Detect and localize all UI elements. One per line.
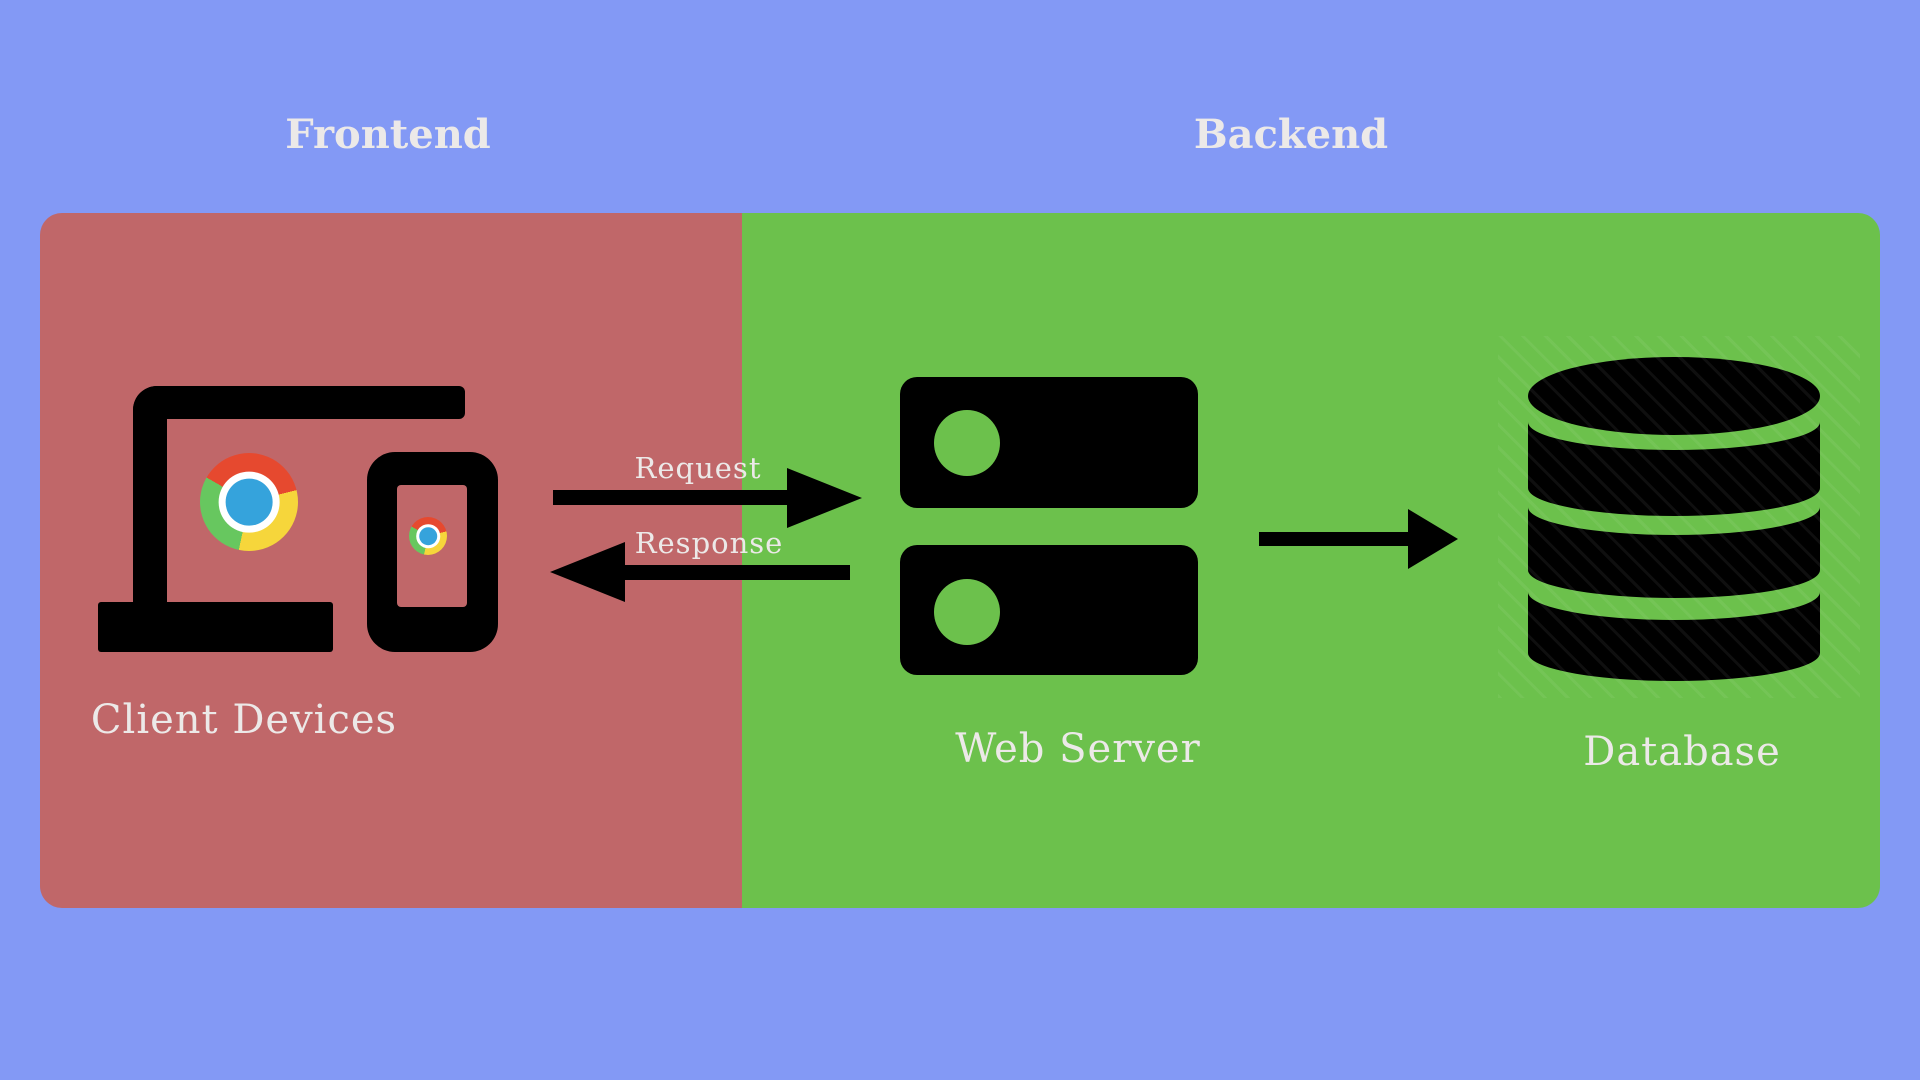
database-band-2 [1528,507,1820,598]
laptop-screen-left-bar [133,386,167,603]
server-led-top [934,410,1000,476]
database-band-1 [1528,422,1820,516]
database-icon [1528,357,1820,681]
server-led-bottom [934,579,1000,645]
client-devices-label: Client Devices [90,697,398,743]
request-label: Request [634,451,762,485]
web-server-label: Web Server [955,726,1201,772]
database-band-3 [1528,592,1820,681]
chrome-center-dot-small [418,526,438,546]
chrome-logo-icon [200,453,298,551]
laptop-base [98,602,333,652]
client-devices-icon [98,386,498,652]
server-database-arrow-shaft [1259,532,1408,546]
request-arrow-shaft [553,490,787,505]
chrome-ring [218,471,280,533]
frontend-zone-title: Frontend [285,111,491,158]
web-server-icon [900,377,1198,675]
chrome-center-dot [225,478,273,526]
backend-zone-title: Backend [1193,111,1389,158]
chrome-logo-small-icon [409,517,447,555]
request-arrow-head [787,468,862,528]
server-database-arrow-head [1408,509,1458,569]
laptop-screen-top-bar [133,386,465,419]
database-label: Database [1583,729,1781,775]
response-arrow-head [550,542,625,602]
response-arrow-shaft [625,565,850,580]
database-top-ellipse [1528,357,1820,435]
chrome-ring-small [416,524,440,548]
response-label: Response [634,526,784,560]
